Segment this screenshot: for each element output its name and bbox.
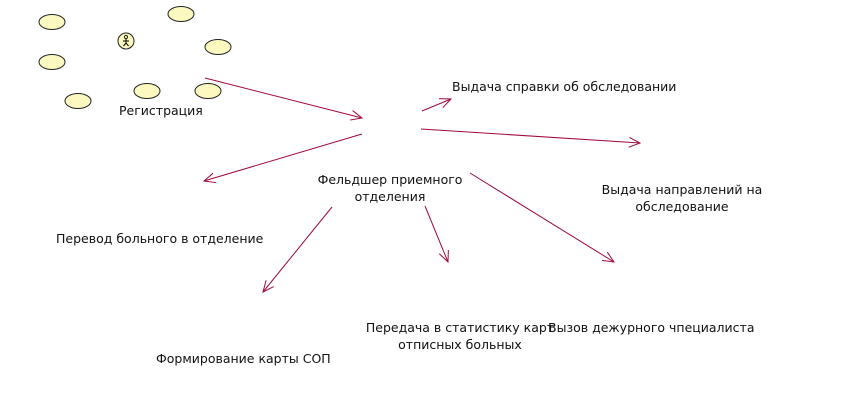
label-registration[interactable]: Регистрация [119, 103, 203, 118]
label-issue-certificate[interactable]: Выдача справки об обследовании [452, 79, 677, 94]
arrow-to-issue-referrals-line [420, 128, 641, 144]
arrow-to-transfer-patient[interactable] [202, 133, 363, 184]
arrow-to-issue-certificate-line [421, 98, 452, 112]
label-actor[interactable]: Фельдшер приемного отделения [317, 172, 463, 204]
arrow-to-issue-certificate[interactable] [421, 98, 453, 112]
actor-head [123, 34, 129, 40]
arrow-to-call-specialist[interactable] [469, 172, 616, 263]
arrow-to-form-card[interactable] [262, 206, 333, 293]
label-transfer-stats[interactable]: Передача в статистику карт отписных боль… [365, 320, 555, 352]
arrow-to-transfer-stats[interactable] [424, 205, 449, 264]
arrow-to-issue-referrals-head [628, 136, 642, 148]
use-case-ellipse-2[interactable] [167, 6, 195, 22]
use-case-ellipse-6[interactable] [133, 83, 161, 99]
label-form-card[interactable]: Формирование карты СОП [156, 351, 331, 366]
use-case-ellipse-1[interactable] [38, 14, 66, 30]
arrow-to-registration-hub[interactable] [204, 77, 364, 121]
arrow-to-transfer-stats-line [424, 205, 449, 263]
actor-leg-left [123, 42, 127, 47]
arrow-to-form-card-head [262, 280, 274, 293]
arrow-to-issue-certificate-head [438, 98, 453, 109]
label-call-specialist[interactable]: Вызов дежурного чпециалиста [548, 320, 755, 335]
arrow-to-transfer-stats-head [438, 249, 449, 264]
arrow-to-registration-hub-head [350, 110, 364, 121]
arrow-to-issue-referrals[interactable] [420, 128, 642, 148]
arrow-to-call-specialist-line [469, 172, 615, 263]
arrow-to-transfer-patient-line [203, 133, 363, 182]
arrow-to-registration-hub-line [204, 77, 363, 119]
use-case-ellipse-5[interactable] [64, 93, 92, 109]
actor-icon[interactable] [117, 32, 135, 50]
label-issue-referrals[interactable]: Выдача направлений на обследование [601, 182, 763, 214]
arrow-to-transfer-patient-head [202, 172, 216, 184]
use-case-ellipse-7[interactable] [194, 83, 222, 99]
use-case-ellipse-3[interactable] [204, 39, 232, 55]
actor-leg-right [125, 42, 129, 47]
arrow-to-call-specialist-head [602, 251, 616, 263]
arrow-to-form-card-line [262, 206, 333, 293]
use-case-ellipse-4[interactable] [38, 54, 66, 70]
label-transfer-patient[interactable]: Перевод больного в отделение [56, 231, 264, 246]
